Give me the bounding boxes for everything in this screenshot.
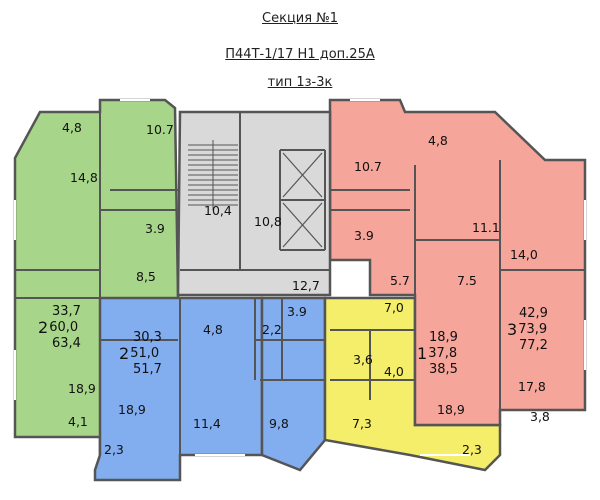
area-red-balcony-side: 3,8 — [530, 409, 550, 424]
area-blue-kitchen: 11,4 — [193, 416, 221, 431]
summary-yellow-rooms: 1 — [417, 344, 428, 363]
area-blue-wc: 2,2 — [262, 322, 282, 337]
type-title: тип 1з-3к — [267, 75, 333, 90]
area-yellow-balcony: 2,3 — [462, 442, 482, 457]
summary-green-total-balc: 63,4 — [52, 336, 81, 351]
area-red-room-top: 14,0 — [510, 247, 538, 262]
area-red-balcony-top: 4,8 — [428, 133, 448, 148]
area-red-hall: 7.5 — [457, 273, 477, 288]
area-green-room-bottom: 18,9 — [68, 381, 96, 396]
summary-green-total: 60,0 — [49, 320, 79, 335]
summary-red-total: 73,9 — [518, 322, 548, 337]
area-green-balcony-top: 4,8 — [62, 120, 82, 135]
area-yellow-hall: 7,0 — [384, 300, 404, 315]
lift-shafts — [282, 152, 323, 248]
summary-yellow-total-balc: 38,5 — [429, 362, 458, 377]
area-green-room-b2: 18,9 — [118, 402, 146, 417]
area-yellow-bath: 3,6 — [353, 352, 373, 367]
summary-blue-living: 30,3 — [133, 330, 162, 345]
summary-yellow-living: 18,9 — [429, 330, 458, 345]
common-core — [176, 110, 332, 297]
summary-green-living: 33,7 — [52, 304, 81, 319]
area-common-lift: 10,8 — [254, 214, 282, 229]
area-yellow-kitchen: 7,3 — [352, 416, 372, 431]
area-green-balcony-bottom: 2,3 — [104, 442, 124, 457]
area-red-room-bottom: 17,8 — [518, 379, 546, 394]
summary-blue-total: 51,0 — [130, 346, 160, 361]
series-title: П44Т-1/17 Н1 доп.25А — [225, 47, 375, 62]
area-yellow-wc: 4,0 — [384, 364, 404, 379]
summary-red-living: 42,9 — [519, 306, 548, 321]
summary-green-rooms: 2 — [38, 318, 49, 337]
area-blue-bath: 3.9 — [287, 304, 307, 319]
area-green-kitchen: 10.7 — [146, 122, 174, 137]
area-green-room-top: 14,8 — [70, 170, 98, 185]
summary-blue-rooms: 2 — [119, 344, 130, 363]
summary-red-total-balc: 77,2 — [519, 338, 548, 353]
area-blue-room: 9,8 — [269, 416, 289, 431]
area-green-balcony-side: 4,1 — [68, 414, 88, 429]
area-red-kitchen: 10.7 — [354, 159, 382, 174]
summary-blue-total-balc: 51,7 — [133, 362, 162, 377]
area-green-hall: 8,5 — [136, 269, 156, 284]
staircase — [188, 140, 238, 210]
summary-red-rooms: 3 — [507, 320, 518, 339]
area-common-stair: 10,4 — [204, 203, 232, 218]
windows — [14, 99, 586, 456]
area-blue-hall: 4,8 — [203, 322, 223, 337]
area-yellow-room: 18,9 — [437, 402, 465, 417]
section-title: Секция №1 — [262, 11, 338, 26]
area-red-bath: 3.9 — [354, 228, 374, 243]
area-red-room-mid: 11.1 — [472, 220, 500, 235]
area-red-corr: 5.7 — [390, 273, 410, 288]
interior-walls — [15, 112, 585, 455]
summary-yellow-total: 37,8 — [428, 346, 458, 361]
area-common-corridor: 12,7 — [292, 278, 320, 293]
area-green-bath: 3.9 — [145, 221, 165, 236]
